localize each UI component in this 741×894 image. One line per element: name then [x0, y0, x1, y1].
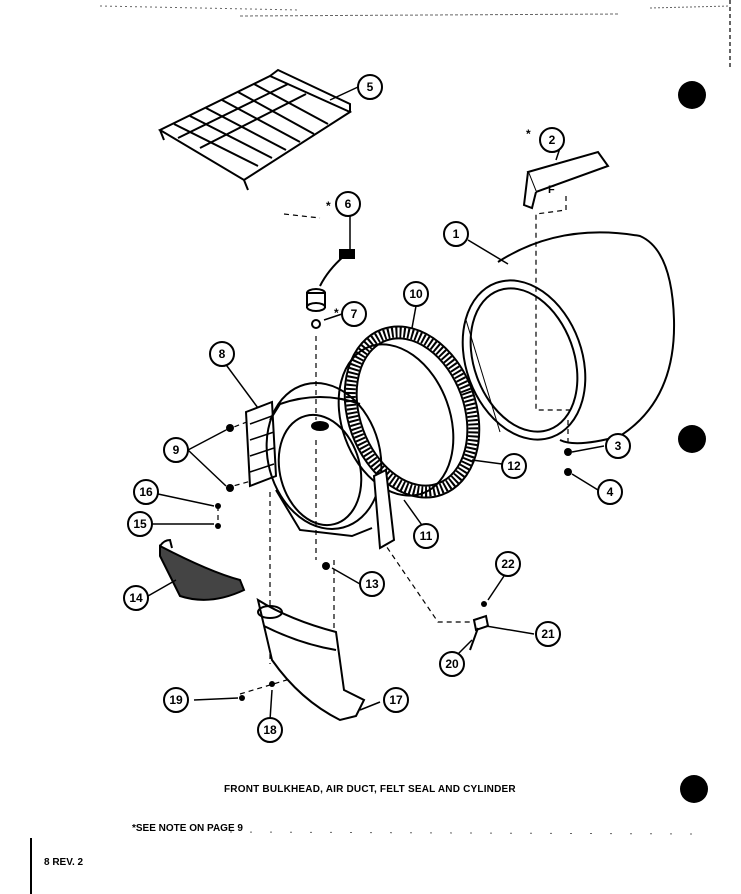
binder-hole-top — [678, 81, 706, 109]
footnote: *SEE NOTE ON PAGE 9 — [132, 823, 243, 834]
part-2-marking: F — [548, 184, 555, 196]
part-5-drying-rack — [157, 68, 353, 191]
note-rule — [229, 831, 701, 835]
callout-20: 20 — [439, 651, 465, 677]
callout-9: 9 — [163, 437, 189, 463]
svg-text:1: 1 — [453, 227, 460, 241]
svg-text:8: 8 — [219, 347, 226, 361]
callout-3: 3 — [605, 433, 631, 459]
svg-text:5: 5 — [367, 80, 374, 94]
callout-21: 21 — [535, 621, 561, 647]
callout-14: 14 — [123, 585, 149, 611]
part-14-lint-screen — [159, 538, 246, 601]
svg-text:12: 12 — [507, 459, 521, 473]
callout-5: 5 — [357, 74, 383, 100]
scan-edge-noise — [99, 0, 731, 70]
svg-text:4: 4 — [607, 485, 614, 499]
svg-text:19: 19 — [169, 693, 183, 707]
svg-text:13: 13 — [365, 577, 379, 591]
binder-hole-middle — [678, 425, 706, 453]
asterisks: * * * — [326, 127, 531, 320]
part-7-thermostat — [306, 288, 326, 329]
front-bulkhead — [265, 382, 396, 550]
callout-11: 11 — [413, 523, 439, 549]
callout-1: 1 — [443, 221, 469, 247]
svg-text:21: 21 — [541, 627, 555, 641]
asterisk-part-7: * — [334, 306, 339, 320]
part-11-seal-band — [337, 343, 455, 497]
svg-text:14: 14 — [129, 591, 143, 605]
callout-17: 17 — [383, 687, 409, 713]
page-number: 8 REV. 2 — [44, 857, 84, 868]
part-20-21-clip — [469, 614, 490, 651]
svg-text:20: 20 — [445, 657, 459, 671]
callout-16: 16 — [133, 479, 159, 505]
figure-caption: FRONT BULKHEAD, AIR DUCT, FELT SEAL AND … — [224, 784, 516, 795]
callouts: 5 2 6 1 10 7 8 3 9 12 4 16 15 11 22 13 1… — [123, 74, 631, 743]
svg-text:10: 10 — [409, 287, 423, 301]
svg-text:9: 9 — [173, 443, 180, 457]
callout-6: 6 — [335, 191, 361, 217]
callout-22: 22 — [495, 551, 521, 577]
svg-text:22: 22 — [501, 557, 515, 571]
part-10-felt-seal — [343, 325, 481, 499]
callout-18: 18 — [257, 717, 283, 743]
svg-text:16: 16 — [139, 485, 153, 499]
callout-10: 10 — [403, 281, 429, 307]
margin-line — [30, 838, 32, 894]
binder-hole-bottom — [680, 775, 708, 803]
svg-text:11: 11 — [420, 529, 433, 543]
callout-7: 7 — [341, 301, 367, 327]
svg-text:7: 7 — [351, 307, 358, 321]
svg-text:17: 17 — [389, 693, 403, 707]
callout-2: 2 — [539, 127, 565, 153]
callout-12: 12 — [501, 453, 527, 479]
svg-text:18: 18 — [263, 723, 277, 737]
svg-text:2: 2 — [549, 133, 556, 147]
callout-19: 19 — [163, 687, 189, 713]
callout-13: 13 — [359, 571, 385, 597]
callout-4: 4 — [597, 479, 623, 505]
part-17-air-duct — [256, 597, 366, 722]
callout-8: 8 — [209, 341, 235, 367]
part-6-sensor-harness — [319, 249, 355, 287]
fasteners — [215, 424, 572, 701]
svg-text:15: 15 — [133, 517, 147, 531]
callout-15: 15 — [127, 511, 153, 537]
asterisk-part-6: * — [326, 199, 331, 213]
svg-text:6: 6 — [345, 197, 352, 211]
asterisk-part-2: * — [526, 127, 531, 141]
svg-text:3: 3 — [615, 439, 622, 453]
callout-leaders — [147, 86, 605, 721]
part-2-baffle: F — [522, 150, 610, 210]
